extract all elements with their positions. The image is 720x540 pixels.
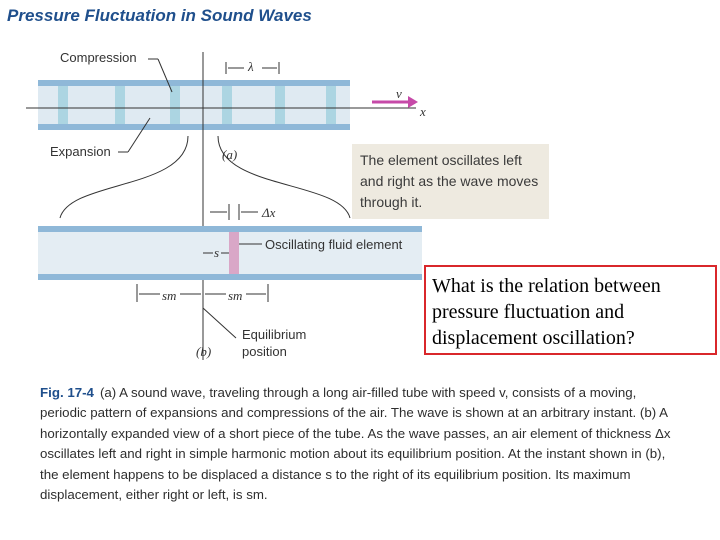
sound-wave-figure: Compression Expansion λ v x (a) Δx s Osc…	[0, 40, 720, 380]
expansion-label: Expansion	[50, 144, 111, 159]
part-b-label: (b)	[196, 344, 212, 359]
equilibrium-label-line2: position	[242, 344, 287, 359]
delta-x-label: Δx	[262, 205, 276, 220]
oscillating-element-label: Oscillating fluid element	[265, 237, 403, 252]
slide-title: Pressure Fluctuation in Sound Waves	[7, 6, 312, 25]
tube-b-top-wall	[38, 226, 422, 232]
compression-leader	[157, 58, 173, 93]
caption-text: (a) A sound wave, traveling through a lo…	[40, 385, 671, 503]
caption-label: Fig. 17-4	[40, 385, 94, 400]
sm-left-label: sm	[162, 288, 177, 303]
velocity-arrowhead	[408, 96, 418, 108]
expansion-leader	[127, 117, 151, 153]
question-text: What is the relation between pressure fl…	[432, 275, 661, 349]
note-text: The element oscillates left and right as…	[360, 152, 539, 210]
equilibrium-leader	[202, 307, 237, 339]
figure-caption: Fig. 17-4(a) A sound wave, traveling thr…	[40, 383, 676, 505]
tube-a-body	[38, 80, 350, 130]
compression-label: Compression	[60, 50, 137, 65]
s-label: s	[214, 245, 220, 260]
figure-drawing	[26, 52, 422, 360]
equilibrium-label-line1: Equilibrium	[242, 327, 307, 342]
zoom-curve-right	[217, 135, 351, 219]
note-box: The element oscillates left and right as…	[352, 144, 549, 219]
question-box: What is the relation between pressure fl…	[424, 265, 717, 355]
tube-a-bottom-wall	[38, 124, 350, 130]
zoom-curve-left	[59, 135, 189, 219]
sm-right-label: sm	[228, 288, 243, 303]
lambda-label: λ	[248, 59, 254, 74]
tube-a-top-wall	[38, 80, 350, 86]
velocity-label: v	[396, 86, 402, 101]
x-axis-label: x	[420, 104, 426, 119]
tube-b-bottom-wall	[38, 274, 422, 280]
part-a-label: (a)	[222, 147, 238, 162]
oscillating-element	[229, 232, 239, 274]
compression-bands	[58, 86, 336, 124]
